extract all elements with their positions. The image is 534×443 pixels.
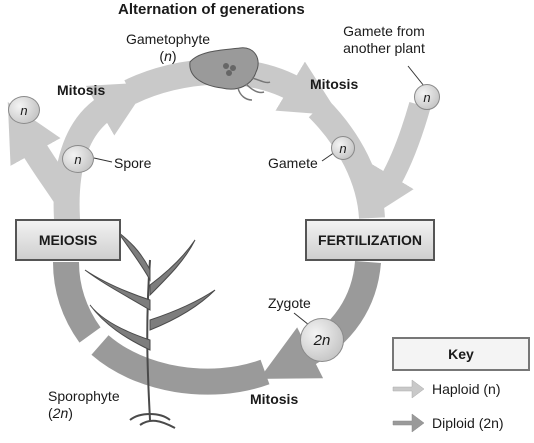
key-haploid-label: Haploid (n) [432,381,501,397]
gamete-cell: n [331,136,355,160]
diploid-arc-left [53,261,101,343]
incoming-gamete-cell: n [414,84,440,110]
gamete-label: Gamete [268,155,318,171]
meiosis-stage-box: MEIOSIS [15,219,121,261]
sporophyte-illustration [84,231,216,429]
spore-cell: n [62,145,94,173]
zygote-label: Zygote [268,295,311,311]
mitosis-left-label: Mitosis [57,82,106,98]
spore-branch-arrow [7,102,79,208]
diploid-arc-bottom [91,334,270,395]
mitosis-right-label: Mitosis [310,76,359,92]
diagram-title: Alternation of generations [118,1,305,18]
fertilization-stage-box: FERTILIZATION [305,219,435,261]
haploid-cell-meiosis: n [8,96,40,124]
zygote-cell: 2n [300,318,344,362]
sporophyte-label: Sporophyte(2n) [48,388,120,421]
key-title-box: Key [392,337,530,371]
gametophyte-label: Gametophyte(n) [125,31,211,64]
gametophyte-illustration [189,47,271,101]
key-diploid-arrow [392,413,425,433]
key-haploid-arrow [392,379,425,399]
key-diploid-label: Diploid (2n) [432,415,504,431]
incoming-gamete-arrow [368,101,431,219]
mitosis-bottom-label: Mitosis [250,391,299,407]
haploid-arc-right [308,98,385,220]
spore-label: Spore [114,155,152,171]
